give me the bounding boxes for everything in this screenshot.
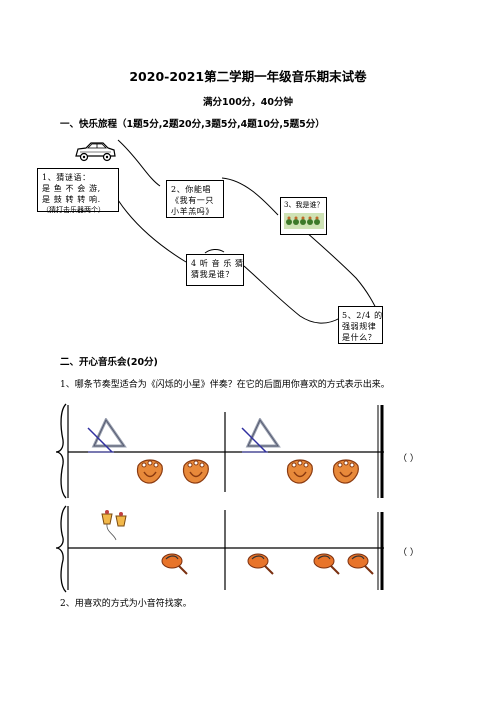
maracas-icon [313, 553, 340, 575]
stop-5-line: 是什么？ [342, 333, 377, 342]
stop-1-line: 1、猜谜语： [42, 173, 91, 182]
stop-2-line: 2、你能唱 [171, 185, 212, 194]
stop-4-line: 猜我是谁？ [191, 270, 234, 279]
question-1: 1、哪条节奏型适合为《闪烁的小星》伴奏？在它的后面用你喜欢的方式表示出来。 [60, 380, 390, 390]
answer-blank-1[interactable]: （ ） [398, 454, 419, 464]
section1-heading: 一、快乐旅程（1题5分,2题20分,3题5分,4题10分,5题5分） [60, 119, 325, 130]
stop-5-box: 5、2/4 的 强弱规律 是什么？ [338, 306, 383, 344]
triangle-icon [241, 418, 281, 453]
stop-1-line: （猜打击乐器两个） [42, 206, 105, 214]
stop-1-line: 是 鱼 不 会 游, [42, 184, 101, 193]
triangle-icon [87, 418, 127, 453]
stop-4-line: 4 听 音 乐 猜 [191, 259, 244, 268]
stop-2-box: 2、你能唱 《我有一只 小羊羔吗》 [166, 180, 224, 218]
stop-5-line: 强弱规律 [342, 322, 377, 331]
maracas-icon [247, 553, 274, 575]
stop-2-line: 《我有一只 [171, 196, 214, 205]
question-2: 2、用喜欢的方式为小音符找家。 [60, 599, 192, 609]
animals-picture [284, 213, 324, 229]
maracas-icon [161, 553, 188, 575]
stop-1-line: 是 鼓 转 转 响. [42, 195, 101, 204]
stop-5-line: 5、2/4 的 [342, 311, 383, 320]
stop-3-line: 3、我是谁？ [284, 201, 324, 209]
stop-1-box: 1、猜谜语： 是 鱼 不 会 游, 是 鼓 转 转 响. （猜打击乐器两个） [37, 168, 119, 214]
stop-3-box: 3、我是谁？ [280, 197, 327, 235]
castanets-icon [136, 459, 163, 484]
castanets-icon [332, 459, 359, 484]
section2-heading: 二、开心音乐会(20分) [60, 357, 158, 368]
stop-4-box: 4 听 音 乐 猜 猜我是谁？ [186, 254, 244, 286]
answer-blank-2[interactable]: （ ） [398, 548, 419, 558]
castanets-icon [182, 459, 209, 484]
castanets-icon [286, 459, 313, 484]
maracas-icon [347, 553, 374, 575]
exam-subtitle: 满分100分，40分钟 [202, 97, 294, 108]
exam-title: 2020-2021第二学期一年级音乐期末试卷 [129, 69, 367, 84]
stop-2-line: 小羊羔吗》 [171, 207, 214, 216]
bells-icon [101, 510, 127, 541]
car-icon [75, 142, 116, 162]
